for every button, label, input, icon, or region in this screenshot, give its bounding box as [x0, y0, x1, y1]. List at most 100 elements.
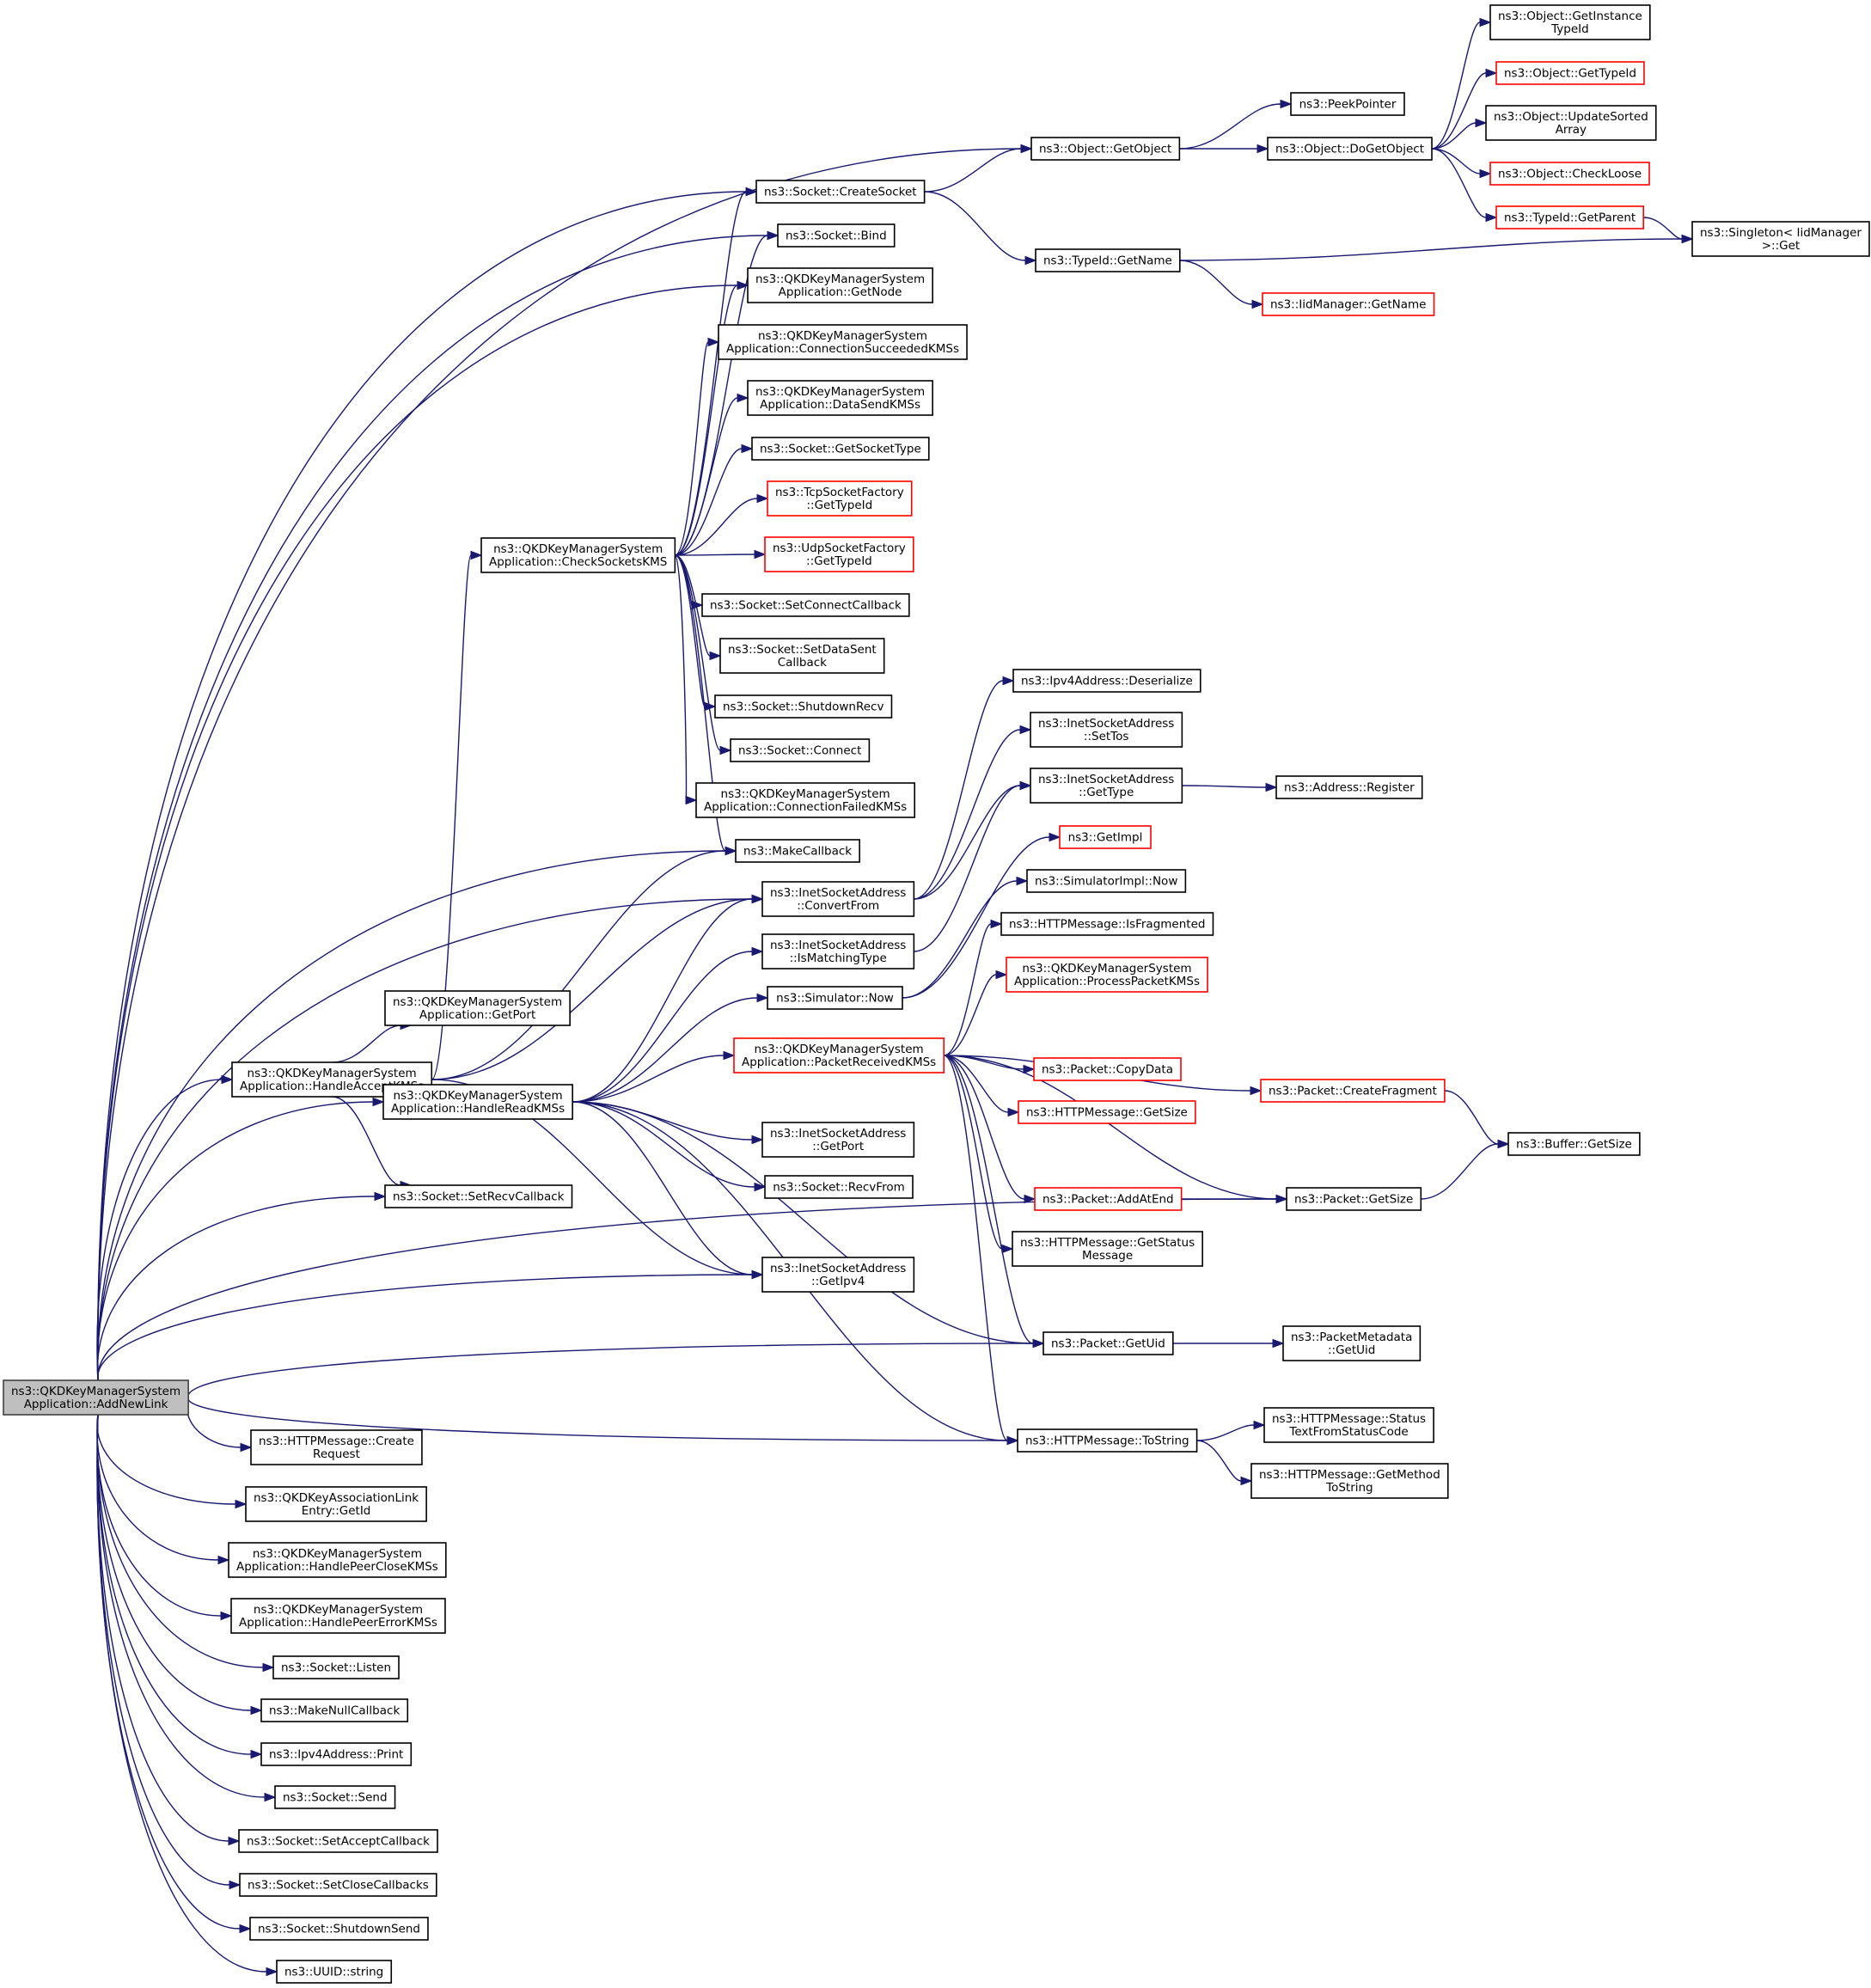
node-box[interactable] [1507, 1132, 1641, 1156]
node-box[interactable] [1012, 669, 1201, 693]
node-getnode[interactable]: ns3::QKDKeyManagerSystemApplication::Get… [747, 267, 933, 303]
node-box[interactable] [761, 1257, 915, 1293]
node-box[interactable] [730, 738, 871, 762]
node-http-getsize[interactable]: ns3::HTTPMessage::GetSize [1018, 1100, 1196, 1124]
node-datasend[interactable]: ns3::QKDKeyManagerSystemApplication::Dat… [747, 380, 933, 416]
node-copydata[interactable]: ns3::Packet::CopyData [1033, 1057, 1182, 1081]
node-peekpointer[interactable]: ns3::PeekPointer [1290, 92, 1405, 116]
node-packet-getsize[interactable]: ns3::Packet::GetSize [1286, 1187, 1422, 1211]
node-box[interactable] [1030, 137, 1181, 161]
node-getobject[interactable]: ns3::Object::GetObject [1030, 137, 1181, 161]
node-box[interactable] [239, 1873, 437, 1897]
node-box[interactable] [1282, 1325, 1422, 1361]
node-box[interactable] [767, 986, 903, 1010]
node-typeid-getname[interactable]: ns3::TypeId::GetName [1035, 248, 1181, 272]
node-box[interactable] [1495, 61, 1645, 85]
node-box[interactable] [701, 593, 910, 617]
node-ismatchingtype[interactable]: ns3::InetSocketAddress::IsMatchingType [761, 933, 915, 970]
node-simnow[interactable]: ns3::Simulator::Now [767, 986, 903, 1010]
node-box[interactable] [695, 782, 915, 818]
node-listen[interactable]: ns3::Socket::Listen [272, 1655, 400, 1679]
node-box[interactable] [718, 324, 968, 360]
node-tostring[interactable]: ns3::HTTPMessage::ToString [1017, 1428, 1198, 1453]
node-ipv4print[interactable]: ns3::Ipv4Address::Print [260, 1742, 413, 1766]
node-deserialize[interactable]: ns3::Ipv4Address::Deserialize [1012, 669, 1201, 693]
node-dogetobject[interactable]: ns3::Object::DoGetObject [1267, 137, 1433, 161]
node-packet-getuid[interactable]: ns3::Packet::GetUid [1043, 1331, 1174, 1355]
node-box[interactable] [1012, 1231, 1203, 1267]
node-box[interactable] [755, 180, 926, 204]
node-handleread[interactable]: ns3::QKDKeyManagerSystemApplication::Han… [382, 1084, 573, 1120]
node-setconnectcb[interactable]: ns3::Socket::SetConnectCallback [701, 593, 910, 617]
node-box[interactable] [1485, 105, 1657, 141]
node-packetreceived[interactable]: ns3::QKDKeyManagerSystemApplication::Pac… [733, 1037, 945, 1074]
node-box[interactable] [1000, 912, 1214, 936]
node-uuidstring[interactable]: ns3::UUID::string [276, 1960, 393, 1984]
node-send[interactable]: ns3::Socket::Send [274, 1785, 396, 1809]
node-box[interactable] [1250, 1463, 1449, 1499]
node-recvfrom[interactable]: ns3::Socket::RecvFrom [764, 1175, 914, 1199]
node-app-getport[interactable]: ns3::QKDKeyManagerSystemApplication::Get… [384, 990, 571, 1026]
node-box[interactable] [245, 1486, 427, 1522]
node-checksockets[interactable]: ns3::QKDKeyManagerSystemApplication::Che… [480, 537, 676, 573]
node-tcpfactory[interactable]: ns3::TcpSocketFactory::GetTypeId [767, 480, 913, 517]
node-box[interactable] [751, 437, 930, 461]
node-setrecvcb[interactable]: ns3::Socket::SetRecvCallback [384, 1184, 573, 1208]
node-box[interactable] [1286, 1187, 1422, 1211]
node-box[interactable] [384, 990, 571, 1026]
node-statustext[interactable]: ns3::HTTPMessage::StatusTextFromStatusCo… [1263, 1407, 1434, 1443]
node-box[interactable] [1018, 1100, 1196, 1124]
node-box[interactable] [764, 1175, 914, 1199]
node-metadata-getuid[interactable]: ns3::PacketMetadata::GetUid [1282, 1325, 1422, 1361]
node-box[interactable] [1030, 712, 1183, 748]
node-box[interactable] [1030, 768, 1183, 804]
node-box[interactable] [276, 1960, 393, 1984]
node-box[interactable] [1489, 4, 1651, 40]
node-getimpl[interactable]: ns3::GetImpl [1059, 825, 1152, 849]
node-iid-getname[interactable]: ns3::IidManager::GetName [1262, 292, 1435, 316]
node-box[interactable] [1034, 1187, 1183, 1211]
node-box[interactable] [1017, 1428, 1198, 1453]
node-box[interactable] [1275, 775, 1423, 799]
node-box[interactable] [260, 1698, 409, 1722]
node-box[interactable] [480, 537, 676, 573]
node-box[interactable] [384, 1184, 573, 1208]
node-box[interactable] [1043, 1331, 1174, 1355]
node-box[interactable] [777, 223, 896, 248]
node-inet-gettype[interactable]: ns3::InetSocketAddress::GetType [1030, 768, 1183, 804]
node-box[interactable] [733, 1037, 945, 1074]
node-box[interactable] [761, 1122, 915, 1158]
node-getipv4[interactable]: ns3::InetSocketAddress::GetIpv4 [761, 1257, 915, 1293]
node-shutdownrecv[interactable]: ns3::Socket::ShutdownRecv [714, 694, 893, 719]
node-box[interactable] [761, 881, 915, 917]
node-buffer-getsize[interactable]: ns3::Buffer::GetSize [1507, 1132, 1641, 1156]
node-box[interactable] [747, 267, 933, 303]
node-box[interactable] [228, 1542, 447, 1578]
node-box[interactable] [260, 1742, 413, 1766]
node-box[interactable] [714, 694, 893, 719]
node-box[interactable] [1262, 292, 1435, 316]
node-addatend[interactable]: ns3::Packet::AddAtEnd [1034, 1187, 1183, 1211]
node-setacceptcb[interactable]: ns3::Socket::SetAcceptCallback [238, 1829, 438, 1853]
node-isfragmented[interactable]: ns3::HTTPMessage::IsFragmented [1000, 912, 1214, 936]
node-box[interactable] [735, 839, 860, 863]
node-box[interactable] [1495, 205, 1645, 229]
node-makecallback[interactable]: ns3::MakeCallback [735, 839, 860, 863]
node-box[interactable] [1260, 1079, 1446, 1103]
node-checkloose[interactable]: ns3::Object::CheckLoose [1489, 162, 1650, 186]
node-box[interactable] [1059, 825, 1152, 849]
node-box[interactable] [1033, 1057, 1182, 1081]
node-box[interactable] [764, 536, 914, 572]
node-processpacket[interactable]: ns3::QKDKeyManagerSystemApplication::Pro… [1006, 957, 1208, 993]
node-handleaccept[interactable]: ns3::QKDKeyManagerSystemApplication::Han… [231, 1061, 433, 1098]
node-inet-getport[interactable]: ns3::InetSocketAddress::GetPort [761, 1122, 915, 1158]
node-box[interactable] [272, 1655, 400, 1679]
node-addnewlink[interactable]: ns3::QKDKeyManagerSystemApplication::Add… [3, 1379, 189, 1416]
node-box[interactable] [382, 1084, 573, 1120]
node-makenullcb[interactable]: ns3::MakeNullCallback [260, 1698, 409, 1722]
